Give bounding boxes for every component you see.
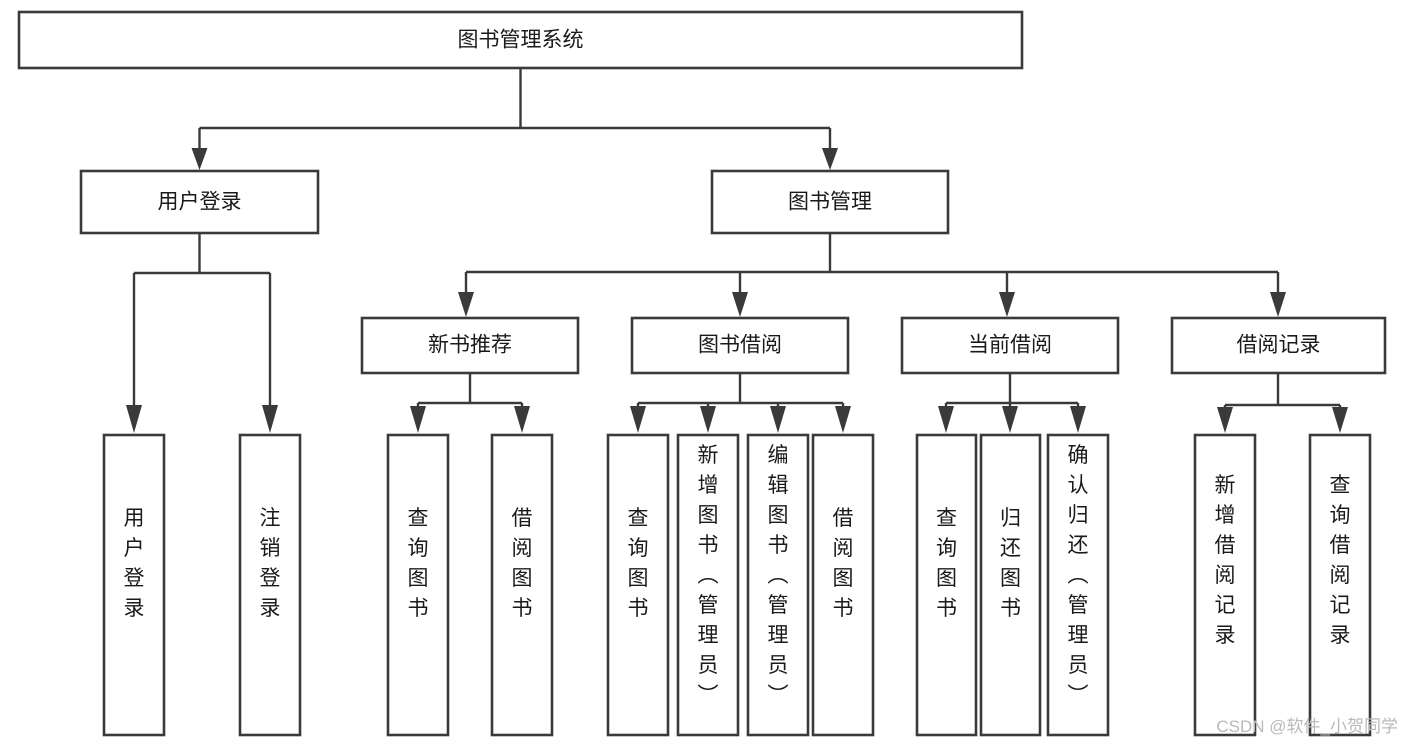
arrowhead-leaf-return-book <box>1002 406 1018 433</box>
connector-group-book-borrow <box>630 373 851 433</box>
arrowhead-leaf-confirm-return <box>1070 406 1086 433</box>
node-user-login-box[interactable] <box>79 169 320 235</box>
arrowhead-leaf-edit-book <box>770 406 786 433</box>
arrowhead-leaf-user-logout <box>262 405 278 433</box>
node-leaf-add-record-label: 新增借阅记录 <box>1215 474 1236 647</box>
node-leaf-query-record[interactable]: 查询借阅记录 <box>1308 433 1372 737</box>
node-leaf-query-book-1-box[interactable] <box>386 433 450 737</box>
arrowhead-leaf-add-record <box>1217 407 1233 433</box>
arrowhead-leaf-query-book-2 <box>630 406 646 433</box>
connector-group-current-borrow <box>938 373 1086 433</box>
node-root-box[interactable] <box>17 10 1024 70</box>
arrowhead-leaf-query-record <box>1332 407 1348 433</box>
node-borrow-record[interactable]: 借阅记录 <box>1170 316 1387 375</box>
node-leaf-query-book-2-label: 查询图书 <box>628 507 649 620</box>
node-borrow-record-box[interactable] <box>1170 316 1387 375</box>
node-leaf-user-login-label: 用户登录 <box>124 507 145 620</box>
node-borrow-record-label: 借阅记录 <box>1237 334 1321 357</box>
node-leaf-query-record-box[interactable] <box>1308 433 1372 737</box>
connector-group-user-login <box>126 233 278 433</box>
csdn-watermark: CSDN @软件_小贺同学 <box>1216 717 1398 736</box>
arrowhead-book-borrow <box>732 292 748 317</box>
node-leaf-borrow-book-1-label: 借阅图书 <box>512 507 533 620</box>
node-leaf-query-record-label: 查询借阅记录 <box>1330 474 1351 647</box>
node-leaf-add-book[interactable]: 新增图书︵管理员︶ <box>676 433 740 737</box>
arrowhead-new-book-recommend <box>458 292 474 317</box>
node-leaf-add-record-box[interactable] <box>1193 433 1257 737</box>
node-leaf-user-logout[interactable]: 注销登录 <box>238 433 302 737</box>
connector-group-book-management <box>458 233 1286 317</box>
node-leaf-confirm-return-box[interactable] <box>1046 433 1110 737</box>
node-user-login[interactable]: 用户登录 <box>79 169 320 235</box>
node-leaf-return-book-box[interactable] <box>979 433 1042 737</box>
node-leaf-user-login[interactable]: 用户登录 <box>102 433 166 737</box>
node-leaf-query-book-3-box[interactable] <box>915 433 978 737</box>
node-new-book-recommend-label: 新书推荐 <box>428 334 512 357</box>
node-leaf-user-login-box[interactable] <box>102 433 166 737</box>
arrowhead-leaf-borrow-book-2 <box>835 406 851 433</box>
node-book-management-box[interactable] <box>710 169 950 235</box>
node-new-book-recommend-box[interactable] <box>360 316 580 375</box>
node-leaf-edit-book[interactable]: 编辑图书︵管理员︶ <box>746 433 810 737</box>
arrowhead-leaf-add-book <box>700 406 716 433</box>
node-book-borrow[interactable]: 图书借阅 <box>630 316 850 375</box>
node-leaf-query-book-2[interactable]: 查询图书 <box>606 433 670 737</box>
node-root[interactable]: 图书管理系统 <box>17 10 1024 70</box>
node-leaf-confirm-return-label: 确认归还︵管理员︶ <box>1068 444 1089 707</box>
connector-group-borrow-record <box>1217 373 1348 433</box>
node-leaf-return-book[interactable]: 归还图书 <box>979 433 1042 737</box>
node-book-management[interactable]: 图书管理 <box>710 169 950 235</box>
node-leaf-query-book-1[interactable]: 查询图书 <box>386 433 450 737</box>
arrowhead-leaf-query-book-1 <box>410 406 426 433</box>
node-leaf-query-book-3[interactable]: 查询图书 <box>915 433 978 737</box>
node-current-borrow-box[interactable] <box>900 316 1120 375</box>
node-leaf-borrow-book-2-box[interactable] <box>811 433 875 737</box>
node-book-management-label: 图书管理 <box>788 191 872 214</box>
node-leaf-borrow-book-2-label: 借阅图书 <box>833 507 854 620</box>
node-new-book-recommend[interactable]: 新书推荐 <box>360 316 580 375</box>
node-current-borrow[interactable]: 当前借阅 <box>900 316 1120 375</box>
connector-group-new-book-recommend <box>410 373 530 433</box>
node-leaf-add-record[interactable]: 新增借阅记录 <box>1193 433 1257 737</box>
node-leaf-query-book-3-label: 查询图书 <box>936 507 957 620</box>
arrowhead-current-borrow <box>999 292 1015 317</box>
node-leaf-query-book-2-box[interactable] <box>606 433 670 737</box>
node-leaf-borrow-book-1[interactable]: 借阅图书 <box>490 433 554 737</box>
node-book-borrow-box[interactable] <box>630 316 850 375</box>
node-leaf-edit-book-label: 编辑图书︵管理员︶ <box>768 444 789 707</box>
arrowhead-leaf-user-login <box>126 405 142 433</box>
node-leaf-user-logout-label: 注销登录 <box>260 507 281 620</box>
node-leaf-borrow-book-1-box[interactable] <box>490 433 554 737</box>
node-user-login-label: 用户登录 <box>158 191 242 214</box>
node-leaf-confirm-return[interactable]: 确认归还︵管理员︶ <box>1046 433 1110 737</box>
connector-group-root <box>191 68 838 170</box>
node-leaf-add-book-label: 新增图书︵管理员︶ <box>698 444 719 707</box>
node-leaf-borrow-book-2[interactable]: 借阅图书 <box>811 433 875 737</box>
node-current-borrow-label: 当前借阅 <box>968 334 1052 357</box>
node-book-borrow-label: 图书借阅 <box>698 334 782 357</box>
arrowhead-leaf-borrow-book-1 <box>514 406 530 433</box>
node-leaf-edit-book-box[interactable] <box>746 433 810 737</box>
arrowhead-leaf-query-book-3 <box>938 406 954 433</box>
arrowhead-book-management <box>822 148 838 170</box>
node-leaf-add-book-box[interactable] <box>676 433 740 737</box>
arrowhead-user-login <box>191 148 208 170</box>
node-root-label: 图书管理系统 <box>458 29 584 52</box>
node-leaf-query-book-1-label: 查询图书 <box>408 507 429 620</box>
node-leaf-user-logout-box[interactable] <box>238 433 302 737</box>
arrowhead-borrow-record <box>1270 292 1286 317</box>
node-leaf-return-book-label: 归还图书 <box>1000 507 1021 620</box>
